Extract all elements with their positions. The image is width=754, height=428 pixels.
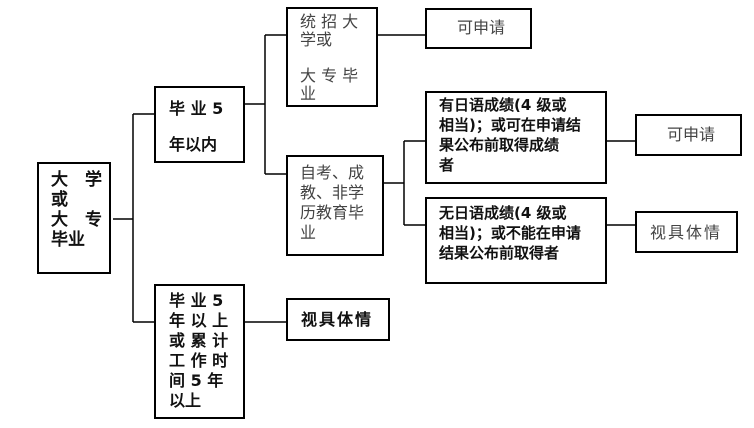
result-without-japanese-text: 视具体情	[650, 223, 723, 242]
node-self-study: 自考、成 教、非学 历教育毕 业	[286, 155, 384, 256]
node-without-japanese: 无日语成绩(4 级或 相当)；或不能在申请 结果公布前取得者	[425, 197, 607, 284]
node-within-5-years-text: 毕 业 5 年以内	[169, 99, 224, 154]
result-regular: 可申请	[425, 8, 532, 49]
result-without-japanese: 视具体情	[635, 211, 738, 253]
node-within-5-years: 毕 业 5 年以内	[154, 86, 245, 163]
node-regular-graduate-text: 统 招 大 学或 大 专 毕 业	[300, 12, 359, 103]
node-over-5-years-text: 毕 业 5 年 以 上 或 累 计 工 作 时 间 5 年 以上	[169, 291, 229, 410]
connector-within5	[244, 34, 286, 175]
node-with-japanese: 有日语成绩(4 级或 相当)；或可在申请结 果公布前取得成绩 者	[425, 91, 607, 184]
result-with-japanese-text: 可申请	[667, 125, 716, 144]
result-over-5-years-text: 视具体情	[301, 310, 374, 329]
result-with-japanese: 可申请	[635, 114, 742, 156]
connector-selfstudy	[383, 140, 425, 226]
node-without-japanese-text: 无日语成绩(4 级或 相当)；或不能在申请 结果公布前取得者	[439, 204, 581, 262]
connector-root	[113, 113, 154, 323]
node-with-japanese-text: 有日语成绩(4 级或 相当)；或可在申请结 果公布前取得成绩 者	[439, 96, 581, 174]
node-regular-graduate: 统 招 大 学或 大 专 毕 业	[286, 7, 378, 107]
result-over-5-years: 视具体情	[286, 298, 390, 341]
node-self-study-text: 自考、成 教、非学 历教育毕 业	[300, 163, 365, 242]
node-root-text: 大 学 或 大 专 毕业	[51, 170, 102, 250]
node-over-5-years: 毕 业 5 年 以 上 或 累 计 工 作 时 间 5 年 以上	[154, 284, 245, 419]
result-regular-text: 可申请	[457, 18, 506, 37]
node-root: 大 学 或 大 专 毕业	[37, 162, 111, 274]
